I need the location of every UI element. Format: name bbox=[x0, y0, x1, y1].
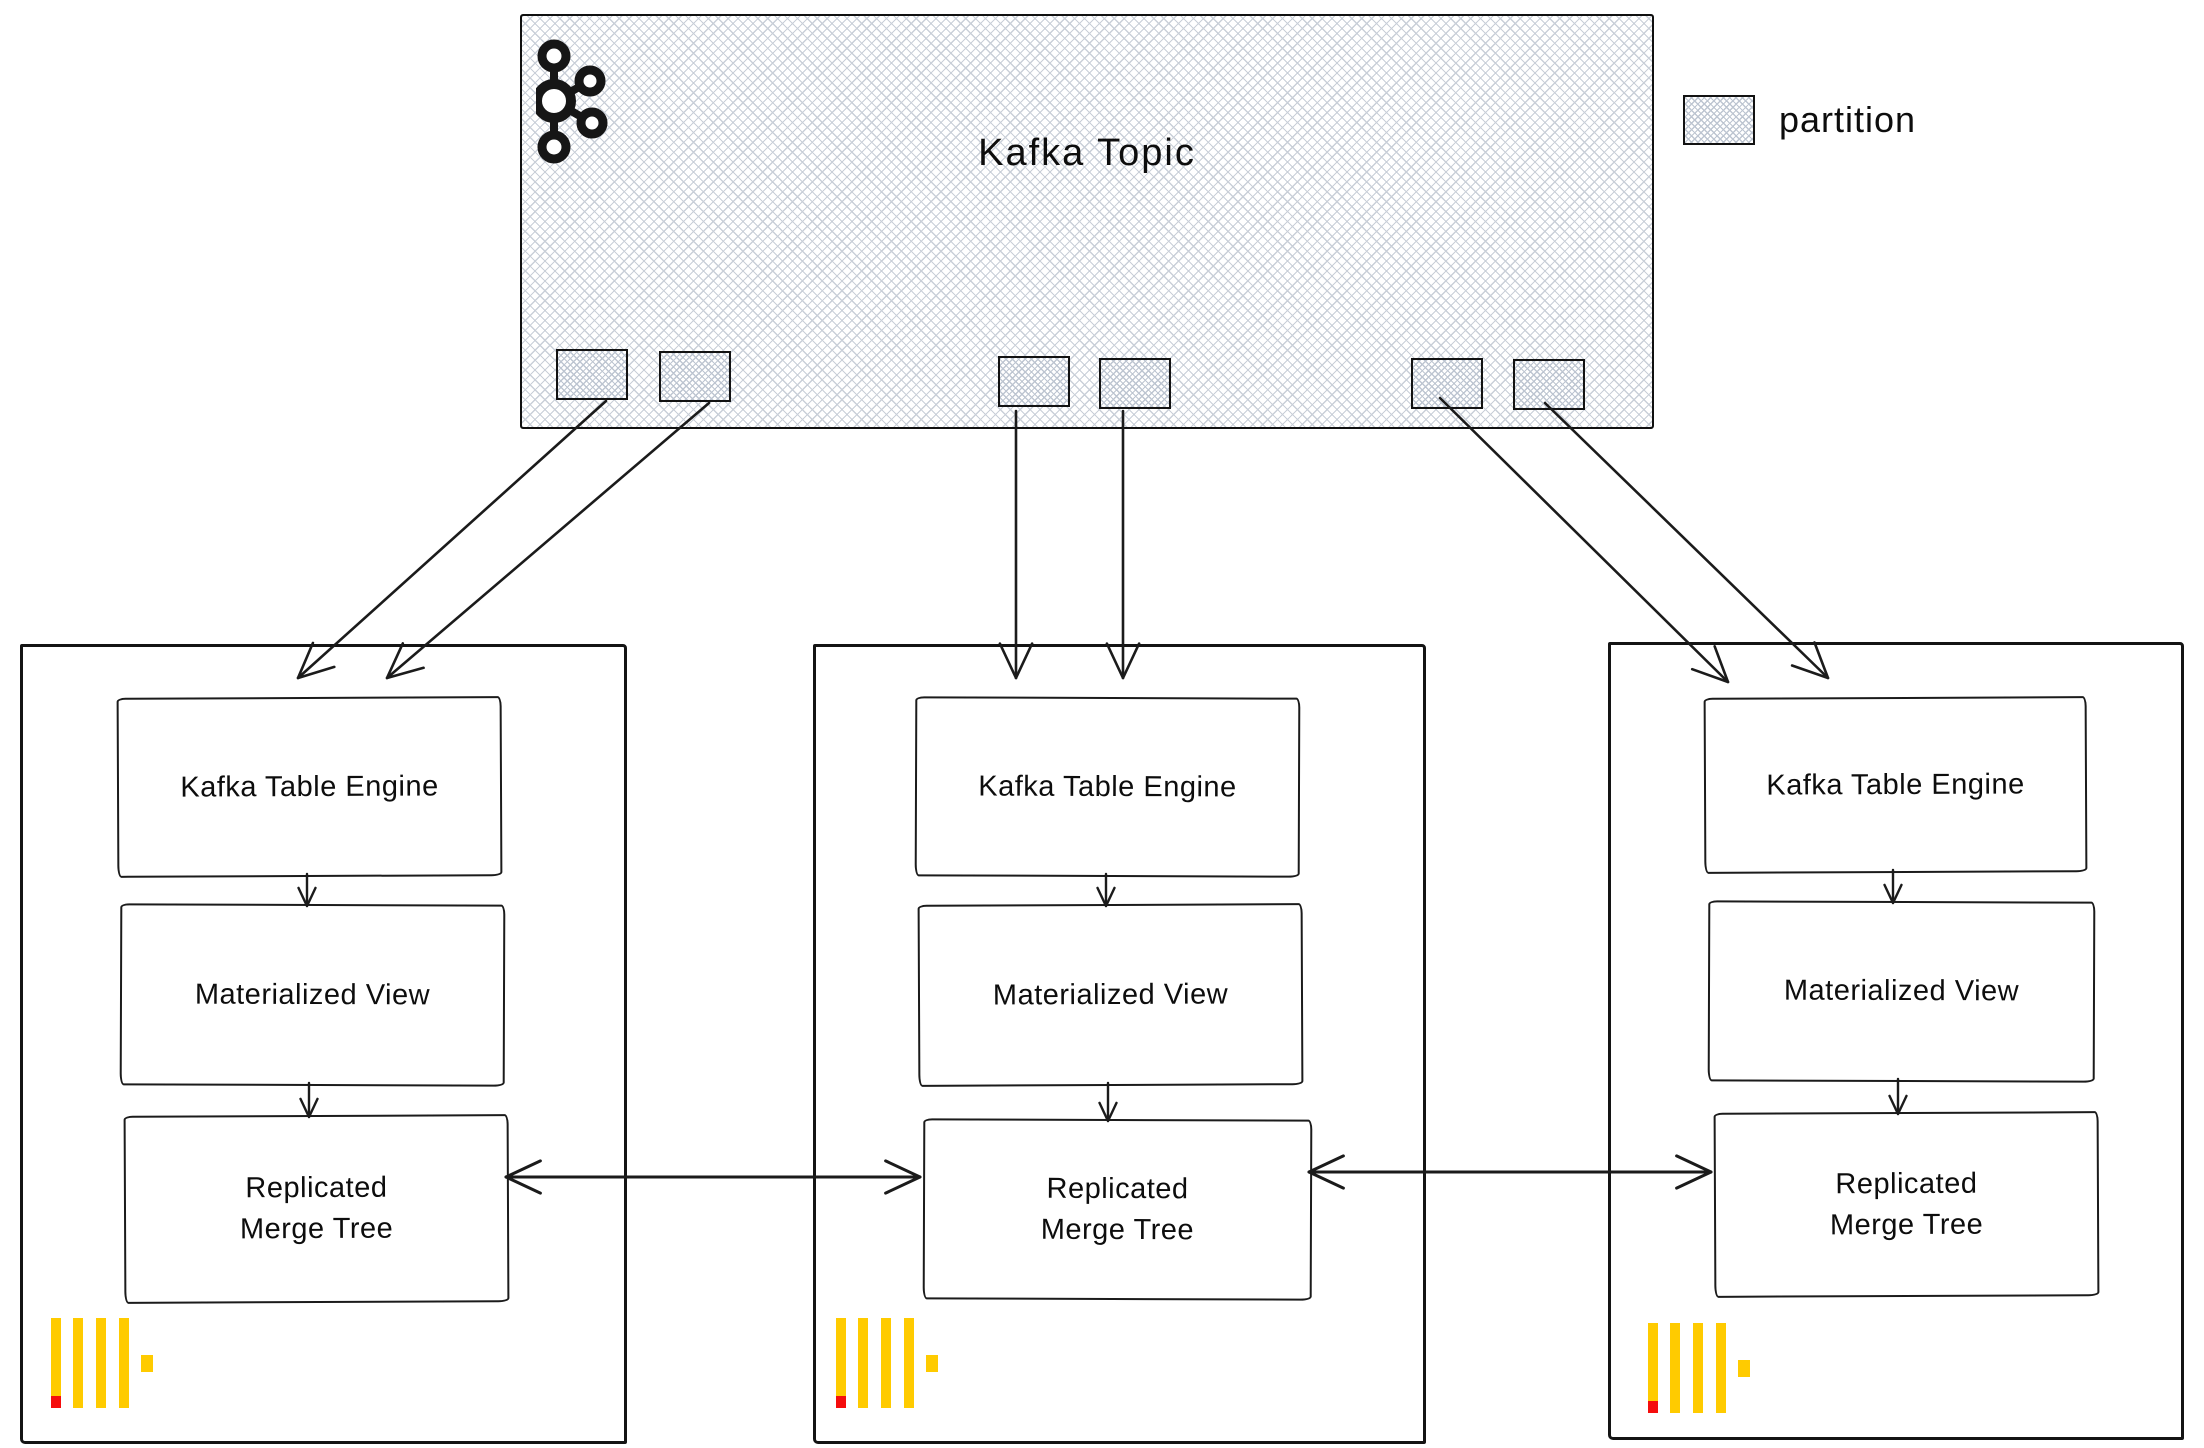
kafka-topic-title: Kafka Topic bbox=[978, 132, 1196, 174]
replica-card-3: Kafka Table Engine Materialized View Rep… bbox=[1608, 642, 2184, 1440]
replicated-merge-tree-box: Replicated Merge Tree bbox=[123, 1114, 510, 1304]
clickhouse-logo-icon bbox=[51, 1318, 153, 1408]
replicated-merge-tree-label: Replicated Merge Tree bbox=[1040, 1172, 1195, 1246]
partition-square-2 bbox=[659, 351, 731, 402]
arrow-partition6-to-replica3 bbox=[1543, 401, 1830, 680]
partition-swatch-icon bbox=[1683, 95, 1755, 145]
replicated-merge-tree-box: Replicated Merge Tree bbox=[922, 1118, 1313, 1301]
arrow-partition1-to-replica1 bbox=[296, 399, 608, 680]
materialized-view-box: Materialized View bbox=[1707, 900, 2096, 1083]
replicated-merge-tree-label: Replicated Merge Tree bbox=[1829, 1167, 1984, 1241]
materialized-view-box: Materialized View bbox=[119, 903, 506, 1087]
kafka-table-engine-label: Kafka Table Engine bbox=[978, 770, 1237, 803]
arrow-partition3-to-replica2 bbox=[998, 409, 1034, 680]
replicated-merge-tree-label: Replicated Merge Tree bbox=[239, 1172, 394, 1246]
kafka-logo-icon bbox=[536, 39, 608, 164]
partition-square-5 bbox=[1411, 358, 1483, 409]
replica-card-2: Kafka Table Engine Materialized View Rep… bbox=[813, 644, 1426, 1444]
kafka-table-engine-label: Kafka Table Engine bbox=[180, 769, 439, 804]
materialized-view-label: Materialized View bbox=[992, 977, 1229, 1012]
materialized-view-label: Materialized View bbox=[194, 978, 431, 1011]
legend: partition bbox=[1683, 95, 1916, 145]
partition-square-6 bbox=[1513, 359, 1585, 410]
arrow-partition5-to-replica3 bbox=[1438, 396, 1730, 684]
arrow-partition4-to-replica2 bbox=[1105, 409, 1141, 680]
kafka-table-engine-box: Kafka Table Engine bbox=[116, 696, 503, 878]
kafka-table-engine-label: Kafka Table Engine bbox=[1766, 767, 2025, 802]
clickhouse-logo-icon bbox=[1648, 1323, 1750, 1413]
partition-square-4 bbox=[1099, 358, 1171, 409]
partition-square-3 bbox=[998, 356, 1070, 407]
materialized-view-label: Materialized View bbox=[1783, 974, 2020, 1008]
arrow-partition2-to-replica1 bbox=[385, 401, 711, 680]
replica-card-1: Kafka Table Engine Materialized View Rep… bbox=[20, 644, 627, 1444]
kafka-table-engine-box: Kafka Table Engine bbox=[1703, 696, 2088, 874]
legend-label: partition bbox=[1779, 99, 1917, 140]
clickhouse-logo-icon bbox=[836, 1318, 938, 1408]
partition-square-1 bbox=[556, 349, 628, 400]
kafka-table-engine-box: Kafka Table Engine bbox=[914, 696, 1301, 878]
materialized-view-box: Materialized View bbox=[917, 903, 1304, 1087]
replicated-merge-tree-box: Replicated Merge Tree bbox=[1713, 1111, 2100, 1298]
